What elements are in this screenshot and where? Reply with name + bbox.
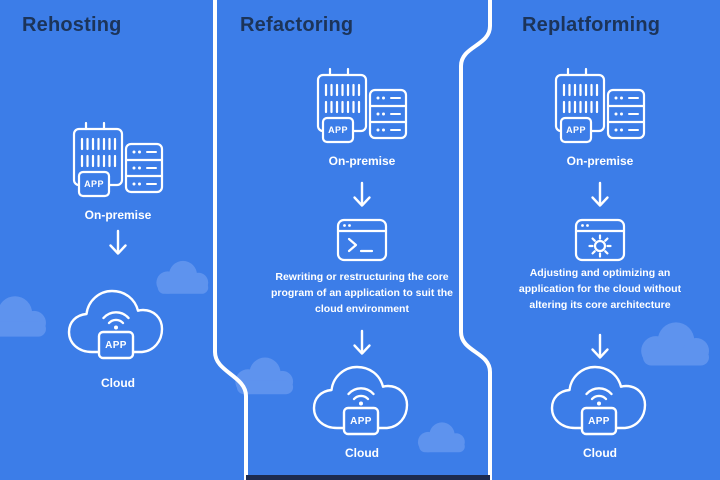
divider-right xyxy=(459,0,492,480)
on-premise-label: On-premise xyxy=(328,154,396,168)
column-title-rehosting: Rehosting xyxy=(22,14,122,36)
app-badge: APP xyxy=(566,125,586,135)
down-arrow-icon xyxy=(350,328,374,358)
on-premise-server-icon: APP xyxy=(552,66,648,150)
terminal-window-icon xyxy=(336,218,388,262)
cloud-label: Cloud xyxy=(583,446,617,460)
app-badge: APP xyxy=(105,339,127,351)
column-dividers xyxy=(213,0,492,480)
down-arrow-icon xyxy=(588,180,612,210)
footer-bar xyxy=(246,475,490,480)
replatforming-description: Adjusting and optimizing an application … xyxy=(518,267,682,311)
down-arrow-icon xyxy=(106,228,130,258)
column-title-replatforming: Replatforming xyxy=(522,14,661,36)
cloud-app-icon: APP xyxy=(545,358,655,446)
cloud-label: Cloud xyxy=(101,376,135,390)
on-premise-label: On-premise xyxy=(566,154,634,168)
app-badge: APP xyxy=(350,415,372,427)
cloud-app-icon: APP xyxy=(307,358,417,446)
on-premise-server-icon: APP xyxy=(70,120,166,204)
app-badge: APP xyxy=(328,125,348,135)
on-premise-label: On-premise xyxy=(84,208,152,222)
divider-left xyxy=(213,0,248,480)
app-badge: APP xyxy=(84,179,104,189)
gear-window-icon xyxy=(574,218,626,262)
app-badge: APP xyxy=(588,415,610,427)
cloud-app-icon: APP xyxy=(62,282,172,370)
column-title-refactoring: Refactoring xyxy=(240,14,354,36)
on-premise-server-icon: APP xyxy=(314,66,410,150)
down-arrow-icon xyxy=(350,180,374,210)
cloud-label: Cloud xyxy=(345,446,379,460)
refactoring-description: Rewriting or restructuring the core prog… xyxy=(270,271,453,315)
